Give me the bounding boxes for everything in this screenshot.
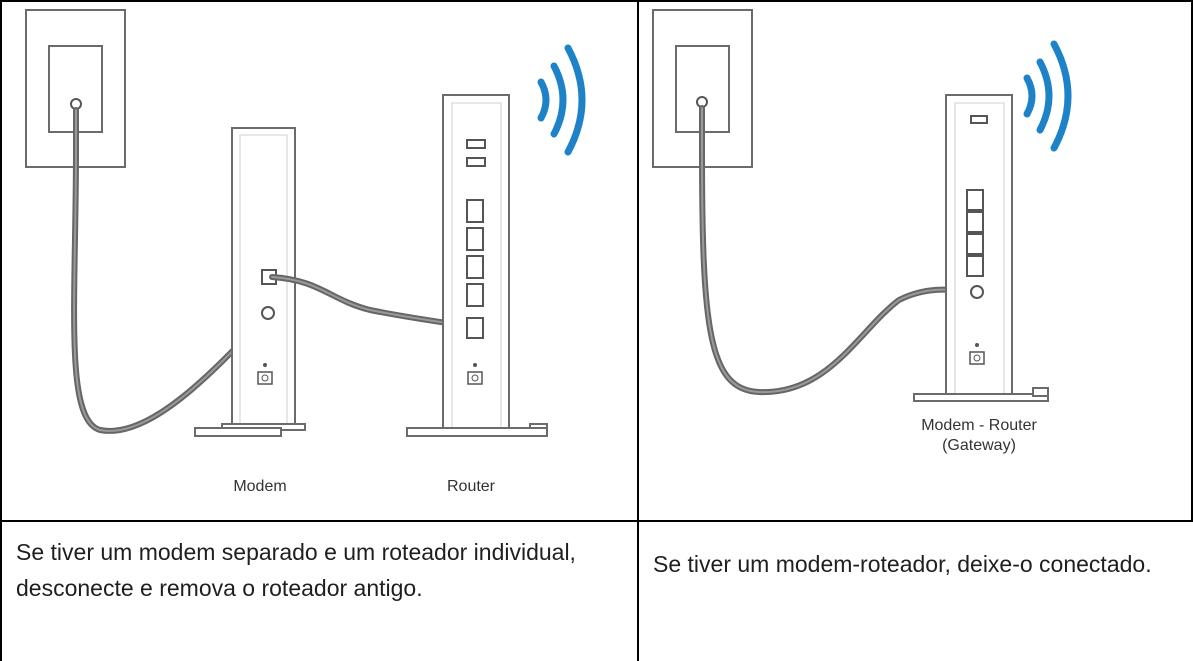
gateway-device: [913, 94, 1049, 402]
modem-device: [194, 127, 306, 437]
right-caption: Se tiver um modem-roteador, deixe-o cone…: [653, 551, 1152, 577]
gateway-label-line1: Modem - Router: [921, 417, 1037, 434]
left-caption: Se tiver um modem separado e um roteador…: [16, 539, 576, 601]
table-top-border: [0, 0, 1193, 2]
table-middle-border: [0, 520, 1193, 522]
router-label: Router: [447, 478, 496, 495]
table-right-border: [1191, 0, 1193, 520]
modem-to-router-cable: [269, 274, 471, 329]
wifi-signal-icon: [1023, 40, 1072, 152]
table-left-border: [0, 0, 2, 661]
modem-router-diagram: Modem Router: [25, 9, 586, 495]
modem-label: Modem: [233, 478, 286, 495]
router-device: [406, 94, 548, 437]
wifi-signal-icon: [537, 44, 586, 156]
table-center-divider: [637, 0, 639, 661]
gateway-diagram: Modem - Router (Gateway): [652, 9, 1072, 454]
gateway-label-line2: (Gateway): [942, 437, 1016, 454]
